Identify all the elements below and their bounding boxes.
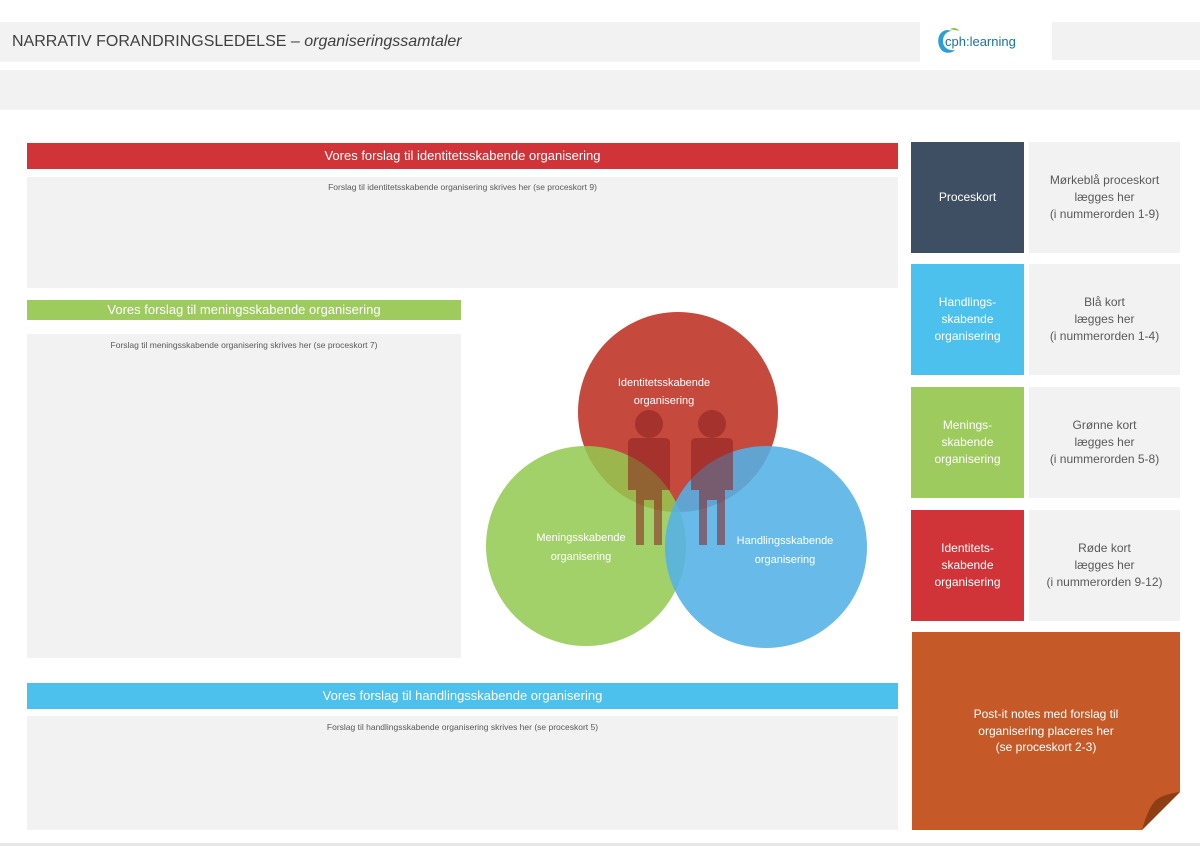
legend-desc-label: Grønne kort lægges her (i nummerorden 5-… (1049, 418, 1160, 466)
subheader-bar (0, 70, 1200, 110)
action-banner: Vores forslag til handlingsskabende orga… (27, 683, 898, 709)
title-subtitle: organiseringssamtaler (304, 33, 462, 50)
meaning-banner: Vores forslag til meningsskabende organi… (27, 300, 461, 320)
legend-key-label: Identitets- skabende organisering (934, 541, 1001, 589)
venn-label-action-2: organisering (755, 554, 816, 566)
people-icon (628, 410, 733, 545)
legend-slot-green-cards[interactable]: Grønne kort lægges her (i nummerorden 5-… (1029, 387, 1180, 498)
venn-label-identity-2: organisering (634, 395, 695, 407)
header-right-bar (1052, 22, 1200, 60)
action-input-area[interactable]: Forslag til handlingsskabende organiseri… (27, 716, 898, 830)
legend-slot-proceskort[interactable]: Mørkeblå proceskort lægges her (i nummer… (1029, 142, 1180, 253)
header-bar (0, 22, 920, 62)
logo-text: cph:learning (945, 34, 1016, 49)
cph-learning-logo: cph:learning (938, 27, 1016, 53)
meaning-hint: Forslag til meningsskabende organisering… (110, 340, 378, 350)
postit-curl-icon (1142, 792, 1180, 830)
legend-desc-label: Blå kort lægges her (i nummerorden 1-4) (1049, 295, 1160, 343)
postit-label: Post-it notes med forslag til organiseri… (973, 706, 1119, 755)
title-main: NARRATIV FORANDRINGSLEDELSE (12, 33, 287, 50)
legend-key-menings: Menings- skabende organisering (911, 387, 1024, 498)
venn-label-meaning-1: Meningsskabende (536, 532, 625, 544)
venn-label-action-1: Handlingsskabende (737, 535, 834, 547)
bottom-divider (0, 843, 1200, 846)
postit-area[interactable] (912, 632, 1180, 830)
legend-slot-red-cards[interactable]: Røde kort lægges her (i nummerorden 9-12… (1029, 510, 1180, 621)
identity-hint: Forslag til identitetsskabende organiser… (328, 182, 597, 192)
venn-diagram: Identitetsskabende organisering Meningss… (486, 312, 867, 648)
legend-key-proceskort: Proceskort (911, 142, 1024, 253)
page-title: NARRATIV FORANDRINGSLEDELSE – organiseri… (12, 22, 462, 62)
venn-label-meaning-2: organisering (551, 551, 612, 563)
legend-desc-label: Mørkeblå proceskort lægges her (i nummer… (1049, 173, 1160, 221)
legend-slot-blue-cards[interactable]: Blå kort lægges her (i nummerorden 1-4) (1029, 264, 1180, 375)
action-hint: Forslag til handlingsskabende organiseri… (326, 722, 599, 732)
logo-swoosh-icon (938, 30, 955, 53)
title-separator: – (286, 33, 305, 50)
meaning-input-area[interactable]: Forslag til meningsskabende organisering… (27, 334, 461, 658)
identity-banner: Vores forslag til identitetsskabende org… (27, 143, 898, 169)
legend-key-label: Proceskort (938, 190, 997, 205)
legend-key-identitets: Identitets- skabende organisering (911, 510, 1024, 621)
venn-label-identity-1: Identitetsskabende (618, 377, 710, 389)
legend-key-label: Menings- skabende organisering (934, 418, 1001, 466)
identity-input-area[interactable]: Forslag til identitetsskabende organiser… (27, 177, 898, 288)
legend-desc-label: Røde kort lægges her (i nummerorden 9-12… (1046, 541, 1163, 589)
legend-key-label: Handlings- skabende organisering (934, 295, 1001, 343)
legend-key-handlings: Handlings- skabende organisering (911, 264, 1024, 375)
